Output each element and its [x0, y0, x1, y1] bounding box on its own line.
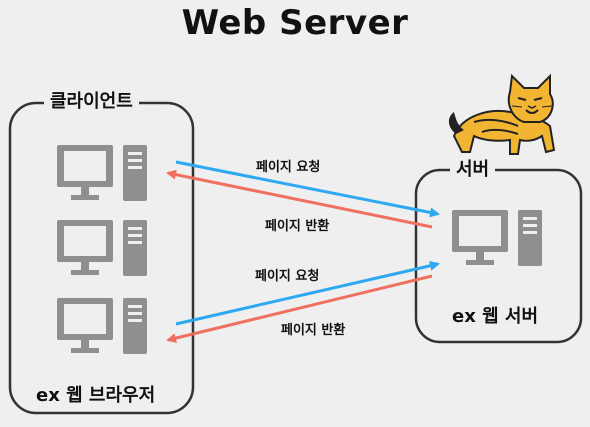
client-computer-3-icon: [57, 298, 147, 354]
client-browser-label: ex 웹 브라우저: [36, 385, 156, 406]
client-box-label: 클라이언트: [44, 91, 139, 113]
request-label-2: 페이지 요청: [255, 269, 320, 284]
server-name-label: ex 웹 서버: [452, 306, 539, 327]
server-box: [414, 168, 583, 344]
response-label-1: 페이지 반환: [265, 219, 330, 234]
response-arrow-1: [166, 169, 433, 229]
response-arrow-2: [166, 274, 433, 343]
request-arrow-2: [175, 260, 440, 326]
client-computer-2-icon: [57, 220, 147, 276]
server-box-label: 서버: [450, 159, 496, 181]
client-computer-1-icon: [57, 145, 147, 201]
request-label-1: 페이지 요청: [256, 160, 321, 175]
tomcat-cat-icon: [448, 73, 556, 155]
server-computer-icon: [452, 210, 542, 266]
diagram-title: Web Server: [181, 3, 409, 43]
response-label-2: 페이지 반환: [281, 323, 346, 338]
request-arrow-1: [175, 160, 440, 218]
